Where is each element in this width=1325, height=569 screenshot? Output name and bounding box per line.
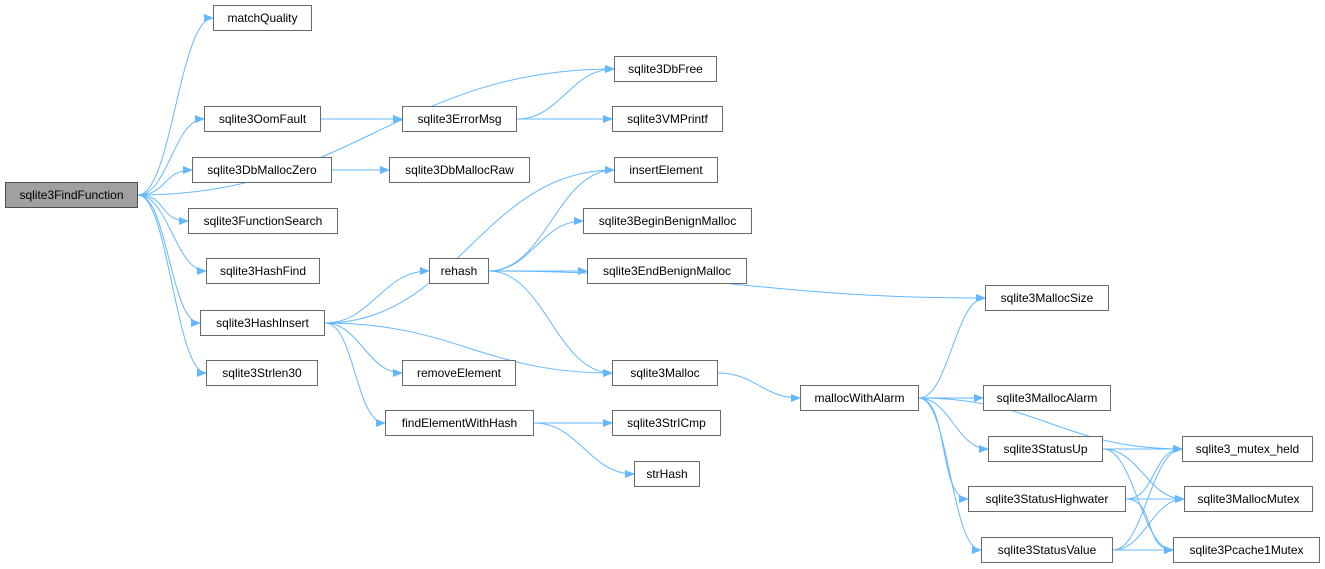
edge-mallocWithAlarm-to-sqlite3StatusValue [918,397,982,554]
node-insertElement[interactable]: insertElement [614,157,718,183]
edge-rehash-to-insertElement [488,166,615,272]
node-sqlite3HashInsert[interactable]: sqlite3HashInsert [200,310,325,336]
edge-sqlite3StatusUp-to-sqlite3MallocMutex [1102,448,1185,503]
node-sqlite3Strlen30[interactable]: sqlite3Strlen30 [206,360,318,386]
node-removeElement[interactable]: removeElement [402,360,516,386]
edge-sqlite3FindFunction-to-matchQuality [137,14,214,196]
edge-sqlite3FindFunction-to-sqlite3OomFault [137,115,205,196]
node-sqlite3DbMallocZero[interactable]: sqlite3DbMallocZero [192,157,332,183]
edge-sqlite3HashInsert-to-insertElement [324,166,615,324]
edge-rehash-to-sqlite3BeginBenignMalloc [488,217,584,272]
edge-rehash-to-sqlite3MallocSize [488,270,986,302]
edge-sqlite3Malloc-to-mallocWithAlarm [717,372,801,402]
node-sqlite3Pcache1Mutex[interactable]: sqlite3Pcache1Mutex [1173,537,1320,563]
edge-sqlite3FindFunction-to-sqlite3FunctionSearch [137,194,189,225]
edge-sqlite3HashInsert-to-findElementWithHash [324,322,386,427]
edge-sqlite3HashInsert-to-rehash [324,267,430,324]
node-sqlite3VMPrintf[interactable]: sqlite3VMPrintf [612,106,723,132]
edge-sqlite3FindFunction-to-sqlite3HashInsert [137,194,201,327]
edge-sqlite3FindFunction-to-sqlite3DbFree [137,65,615,196]
node-sqlite3EndBenignMalloc[interactable]: sqlite3EndBenignMalloc [587,258,747,284]
node-sqlite3StatusHighwater[interactable]: sqlite3StatusHighwater [968,486,1126,512]
edge-rehash-to-sqlite3Malloc [488,270,613,377]
edge-sqlite3ErrorMsg-to-sqlite3DbFree [516,65,615,120]
node-sqlite3OomFault[interactable]: sqlite3OomFault [204,106,321,132]
node-sqlite3DbMallocRaw[interactable]: sqlite3DbMallocRaw [389,157,530,183]
node-sqlite3BeginBenignMalloc[interactable]: sqlite3BeginBenignMalloc [583,208,752,234]
edge-mallocWithAlarm-to-sqlite3_mutex_held [918,397,1183,453]
node-sqlite3MallocMutex[interactable]: sqlite3MallocMutex [1184,486,1313,512]
edge-sqlite3StatusValue-to-sqlite3MallocMutex [1112,495,1185,551]
edge-mallocWithAlarm-to-sqlite3StatusUp [918,397,989,453]
node-sqlite3_mutex_held[interactable]: sqlite3_mutex_held [1182,436,1313,462]
edge-sqlite3HashInsert-to-sqlite3Malloc [324,322,613,377]
edge-mallocWithAlarm-to-sqlite3StatusHighwater [918,397,969,503]
node-rehash[interactable]: rehash [429,258,489,284]
node-sqlite3DbFree[interactable]: sqlite3DbFree [614,56,717,82]
node-sqlite3ErrorMsg[interactable]: sqlite3ErrorMsg [402,106,517,132]
node-sqlite3StatusUp[interactable]: sqlite3StatusUp [988,436,1103,462]
node-matchQuality[interactable]: matchQuality [213,5,312,31]
edge-sqlite3StatusValue-to-sqlite3_mutex_held [1112,445,1183,551]
node-sqlite3MallocAlarm[interactable]: sqlite3MallocAlarm [983,385,1111,411]
node-findElementWithHash[interactable]: findElementWithHash [385,410,534,436]
node-strHash[interactable]: strHash [634,461,700,487]
node-sqlite3Malloc[interactable]: sqlite3Malloc [612,360,718,386]
node-sqlite3FunctionSearch[interactable]: sqlite3FunctionSearch [188,208,338,234]
node-sqlite3HashFind[interactable]: sqlite3HashFind [206,258,320,284]
edge-findElementWithHash-to-strHash [533,422,635,478]
node-mallocWithAlarm[interactable]: mallocWithAlarm [800,385,919,411]
node-sqlite3StatusValue[interactable]: sqlite3StatusValue [981,537,1113,563]
edge-sqlite3FindFunction-to-sqlite3Strlen30 [137,194,207,377]
edge-sqlite3HashInsert-to-removeElement [324,322,403,377]
node-sqlite3StrICmp[interactable]: sqlite3StrICmp [612,410,721,436]
edge-mallocWithAlarm-to-sqlite3MallocSize [918,294,986,399]
node-sqlite3MallocSize[interactable]: sqlite3MallocSize [985,285,1109,311]
edge-sqlite3FindFunction-to-sqlite3HashFind [137,194,207,275]
edge-sqlite3FindFunction-to-sqlite3DbMallocZero [137,166,193,196]
node-sqlite3FindFunction[interactable]: sqlite3FindFunction [5,182,138,208]
